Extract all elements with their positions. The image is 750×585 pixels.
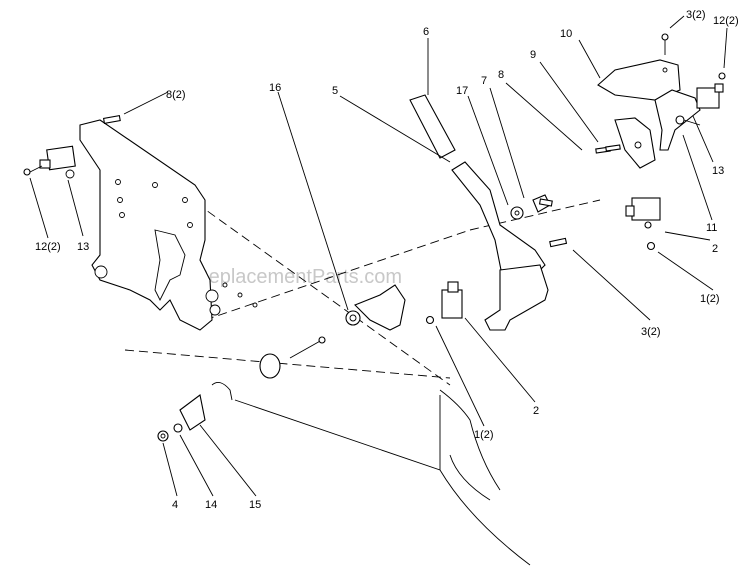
screws-9-8: [595, 144, 621, 154]
lever-5: [451, 161, 549, 331]
callout-4: 4: [172, 499, 178, 511]
callout-3-2-mid: 3(2): [641, 326, 661, 338]
callout-8: 8: [498, 69, 504, 81]
left-mounting-plate: [79, 119, 258, 331]
callout-13-right: 13: [712, 165, 724, 177]
grip-6: [409, 94, 456, 159]
callout-1-2-mid: 1(2): [474, 429, 494, 441]
leader-lines: [29, 15, 728, 497]
callout-8-2: 8(2): [166, 89, 186, 101]
callout-12-2-right: 12(2): [713, 15, 739, 27]
callout-12-2-left: 12(2): [35, 241, 61, 253]
middle-switch: [425, 281, 463, 325]
callout-1-2-right: 1(2): [700, 293, 720, 305]
left-switch: [23, 145, 76, 179]
callout-6: 6: [423, 26, 429, 38]
pivot-assembly: [157, 336, 326, 442]
callout-16: 16: [269, 82, 281, 94]
callout-11: 11: [706, 222, 717, 234]
right-upper-switch: [661, 33, 726, 109]
screw-3-middle: [549, 237, 568, 248]
screw-11: [675, 115, 701, 126]
screw-8: [102, 115, 121, 124]
callout-2-right: 2: [712, 243, 718, 255]
callout-9: 9: [530, 49, 536, 61]
watermark-text: eReplacementParts.com: [183, 266, 402, 288]
screw-7: [532, 194, 553, 213]
callout-3-2-top: 3(2): [686, 9, 706, 21]
callout-5: 5: [332, 85, 338, 97]
right-bracket-10: [597, 59, 701, 169]
callout-14: 14: [205, 499, 217, 511]
bracket-16: [345, 284, 406, 331]
callout-7: 7: [481, 75, 487, 87]
callout-2-mid: 2: [533, 405, 539, 417]
callout-labels: 6 10 3(2) 12(2) 9 8 7 17 5 16 8(2) 12(2)…: [35, 9, 739, 511]
washer-17: [510, 206, 524, 220]
callout-13-left: 13: [77, 241, 89, 253]
callout-15: 15: [249, 499, 261, 511]
callout-10: 10: [560, 28, 572, 40]
right-lower-switch: [625, 197, 661, 251]
callout-17: 17: [456, 85, 468, 97]
